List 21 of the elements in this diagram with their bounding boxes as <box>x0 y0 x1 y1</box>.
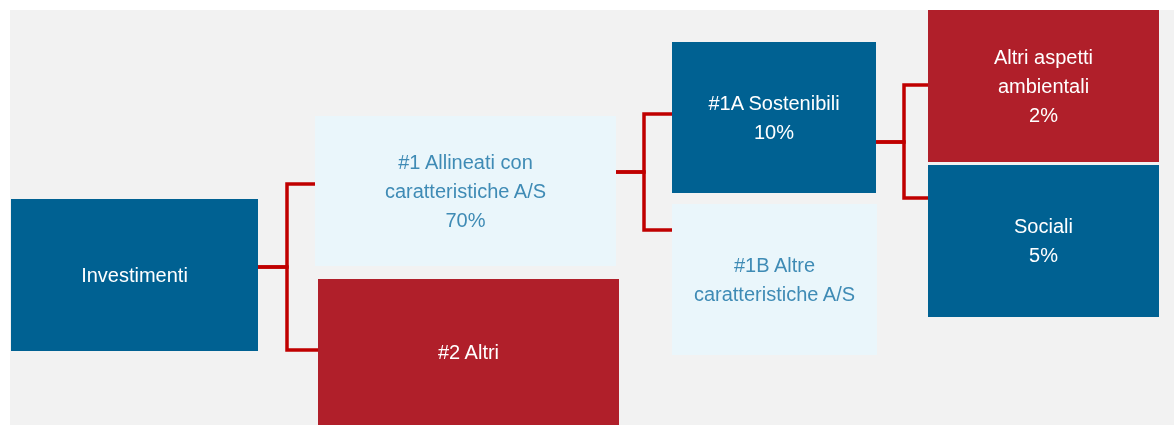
box-label: #1 Allineati con caratteristiche A/S <box>383 149 548 204</box>
category-box <box>672 204 877 355</box>
category-box <box>928 10 1159 162</box>
box-label: Sociali <box>1014 214 1073 239</box>
box-label: Altri aspetti ambientali <box>993 44 1094 99</box>
connector-line <box>258 265 318 352</box>
box-label: 2% <box>1029 102 1058 128</box>
connector-line <box>616 170 672 232</box>
box-label: Investimenti <box>81 262 188 288</box>
category-box <box>315 116 616 266</box>
connector-line <box>876 140 928 200</box>
category-box <box>672 42 876 193</box>
box-label: #1B Altre caratteristiche A/S <box>692 252 857 307</box>
box-label: #2 Altri <box>437 339 500 365</box>
category-box <box>928 165 1159 317</box>
box-label: #1A Sostenibili <box>708 90 840 116</box>
box-label: 5% <box>1029 243 1058 268</box>
box-label: 70% <box>445 207 486 233</box>
category-box <box>11 199 258 351</box>
box-label: 10% <box>754 119 794 145</box>
category-box <box>318 279 619 425</box>
